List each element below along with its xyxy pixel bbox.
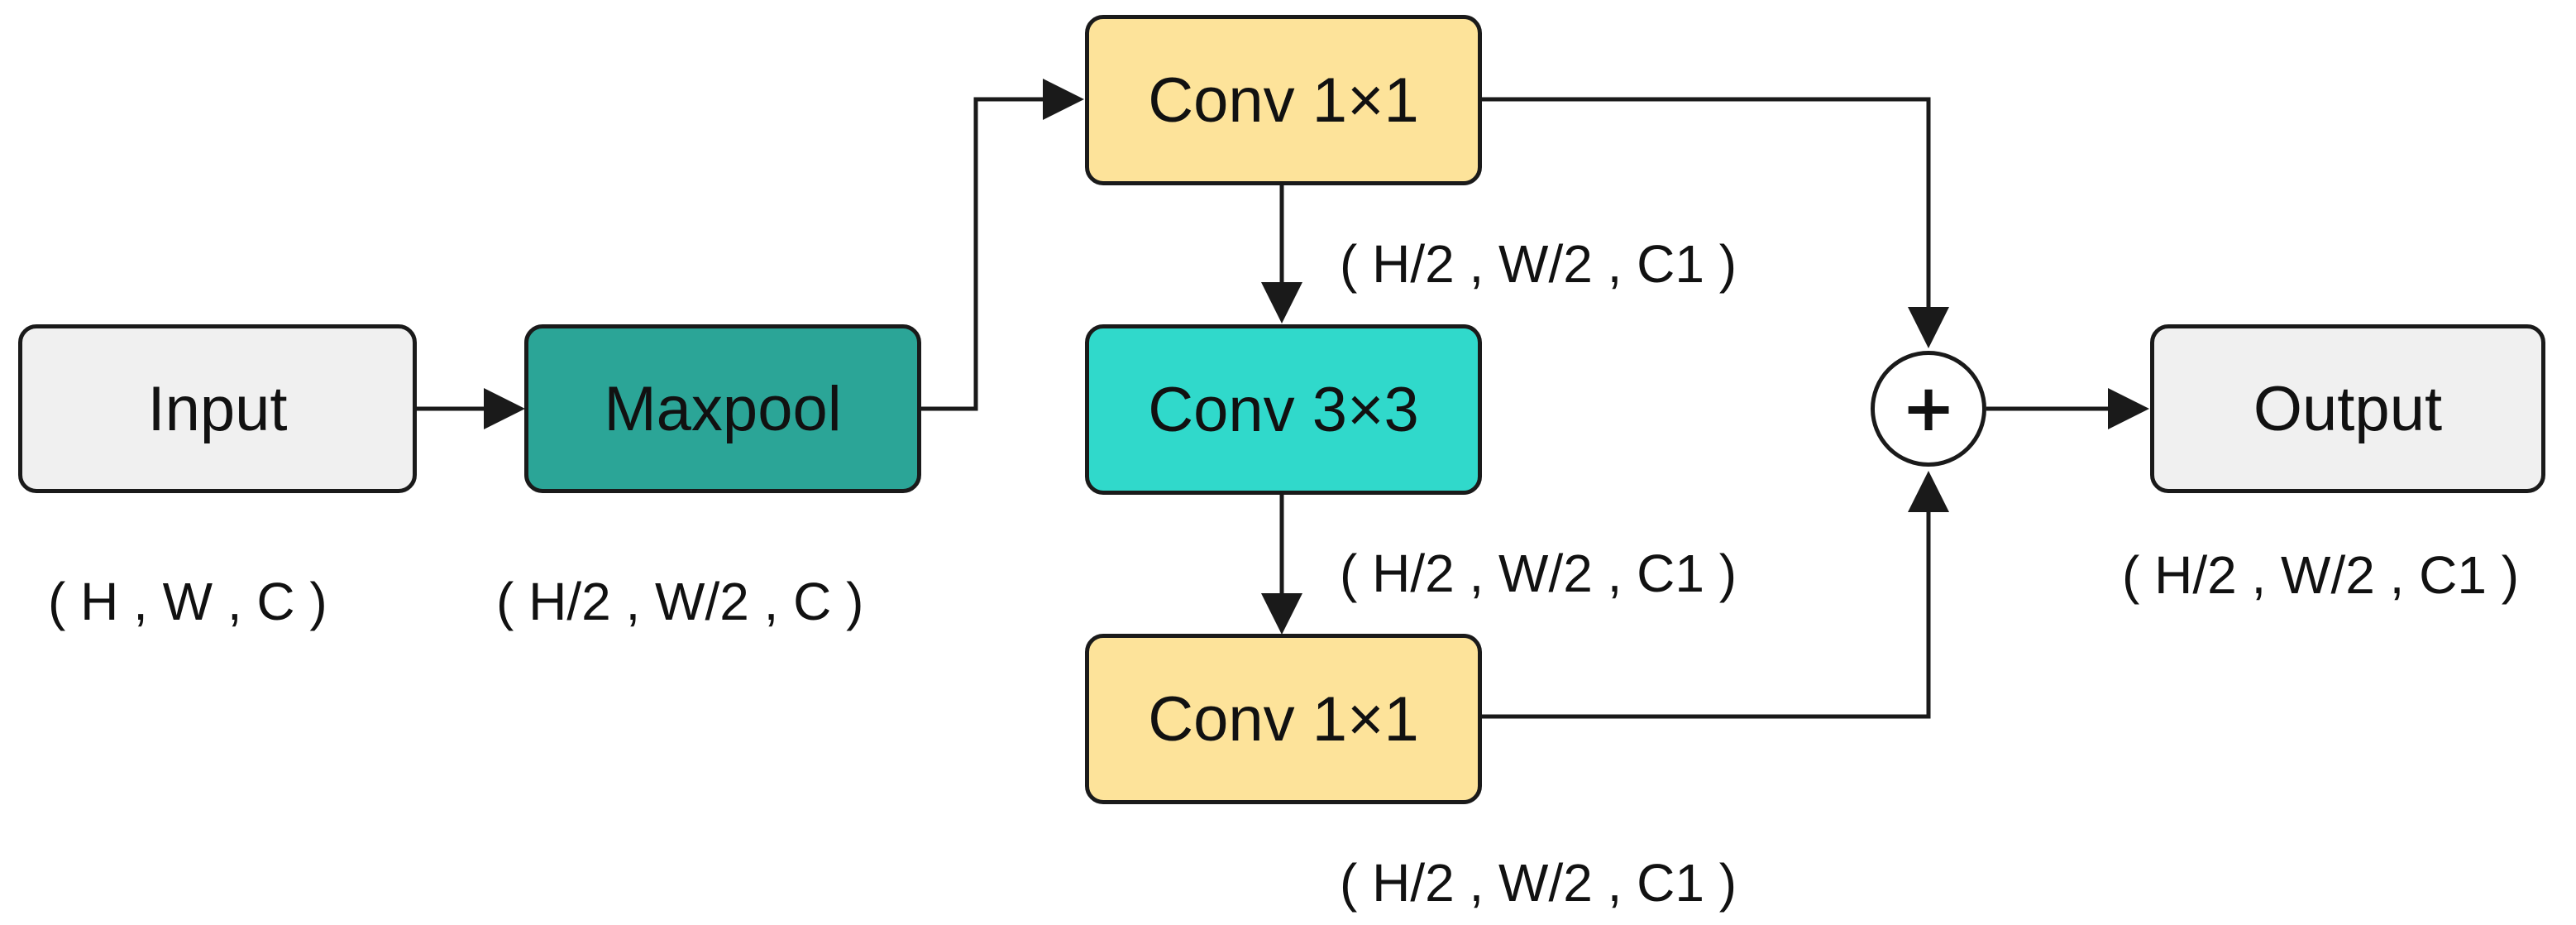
- maxpool-node: Maxpool: [524, 324, 921, 493]
- plus-icon: +: [1901, 371, 1956, 446]
- sum-node: +: [1871, 351, 1986, 467]
- conv1x1-bottom-node: Conv 1×1: [1085, 634, 1482, 804]
- output-dims: ( H/2 , W/2 , C1 ): [2122, 545, 2520, 605]
- conv1x1-top-label: Conv 1×1: [1148, 65, 1419, 136]
- conv3x3-dims: ( H/2 , W/2 , C1 ): [1340, 544, 1737, 603]
- maxpool-dims: ( H/2 , W/2 , C ): [496, 572, 864, 631]
- input-dims: ( H , W , C ): [48, 572, 327, 631]
- edge-maxpool-conv1-top: [920, 79, 1084, 411]
- output-label: Output: [2253, 373, 2443, 444]
- output-node: Output: [2150, 324, 2545, 493]
- conv1x1-bottom-label: Conv 1×1: [1148, 683, 1419, 755]
- input-label: Input: [147, 373, 288, 444]
- conv3x3-node: Conv 3×3: [1085, 324, 1482, 495]
- edge-conv1-bottom-sum: [1480, 471, 1949, 719]
- maxpool-label: Maxpool: [604, 373, 842, 444]
- conv3x3-label: Conv 3×3: [1148, 374, 1419, 445]
- conv1x1-top-node: Conv 1×1: [1085, 15, 1482, 185]
- edge-conv1-top-sum: [1480, 97, 1949, 348]
- input-node: Input: [18, 324, 417, 493]
- conv1x1-top-dims: ( H/2 , W/2 , C1 ): [1340, 234, 1737, 294]
- conv1x1-bottom-dims: ( H/2 , W/2 , C1 ): [1340, 853, 1737, 913]
